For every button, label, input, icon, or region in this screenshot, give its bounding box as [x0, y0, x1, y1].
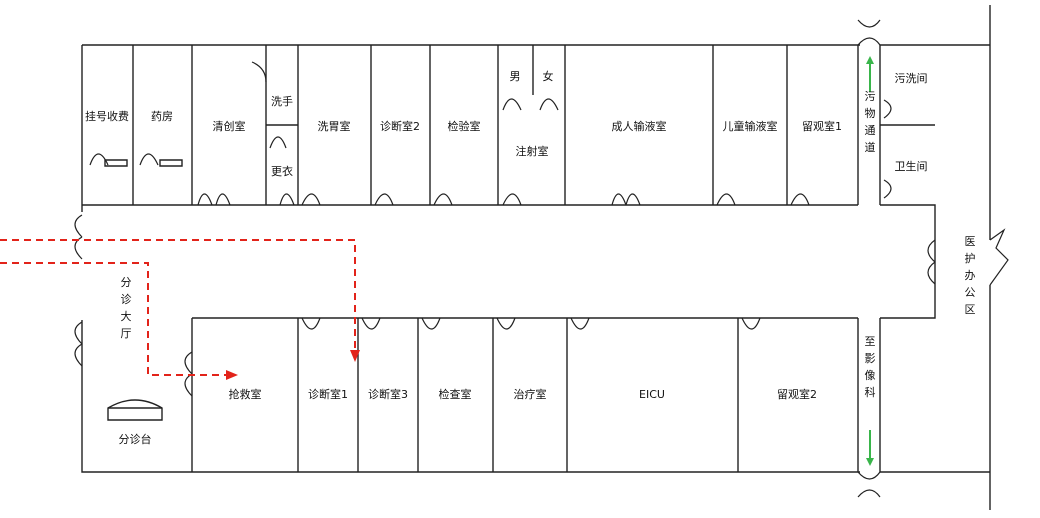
room-handwash: 洗手	[271, 94, 293, 108]
room-to-imaging: 至影像科	[865, 335, 876, 399]
room-treatment: 治疗室	[514, 387, 547, 401]
room-observation-2: 留观室2	[777, 387, 817, 401]
room-dirty-passage: 污物通道	[865, 90, 876, 154]
route-arrow-consult-1	[350, 350, 360, 362]
room-exam: 检查室	[439, 387, 472, 401]
room-triage-desk: 分诊台	[119, 432, 152, 446]
room-changing: 更衣	[271, 164, 293, 178]
room-staff-office: 医护办公区	[965, 235, 976, 316]
flow-arrows	[866, 56, 874, 466]
room-debridement: 清创室	[213, 119, 246, 133]
room-child-infusion: 儿童输液室	[723, 119, 778, 133]
room-observation-1: 留观室1	[802, 119, 842, 133]
room-triage-hall: 分诊大厅	[121, 276, 132, 340]
outer-walls	[81, 5, 991, 510]
bottom-room-walls	[191, 318, 739, 472]
room-toilet: 卫生间	[895, 159, 928, 173]
room-dirty-wash: 污洗间	[895, 72, 928, 85]
room-injection: 注射室	[516, 144, 549, 158]
room-resuscitation: 抢救室	[229, 387, 262, 401]
room-consult-3: 诊断室3	[368, 387, 408, 401]
room-labels: 挂号收费 药房 清创室 洗手 更衣 洗胃室 诊断室2 检验室 男 女 注射室 成…	[85, 69, 976, 446]
room-gastric-lavage: 洗胃室	[318, 119, 351, 133]
triage-desk	[107, 399, 163, 421]
top-room-walls	[132, 45, 935, 205]
room-registration: 挂号收费	[85, 109, 129, 123]
patient-routes	[0, 239, 360, 380]
room-female: 女	[543, 69, 554, 83]
route-to-resuscitation	[0, 262, 228, 376]
route-to-consult-1	[0, 239, 356, 355]
room-adult-infusion: 成人输液室	[612, 119, 667, 133]
room-pharmacy: 药房	[151, 110, 173, 123]
route-arrow-resuscitation	[226, 370, 238, 380]
room-lab: 检验室	[448, 119, 481, 133]
room-eicu: EICU	[639, 388, 665, 401]
doors	[74, 19, 1009, 498]
room-consult-2: 诊断室2	[380, 119, 420, 133]
room-consult-1: 诊断室1	[308, 387, 348, 401]
room-male: 男	[510, 70, 521, 83]
